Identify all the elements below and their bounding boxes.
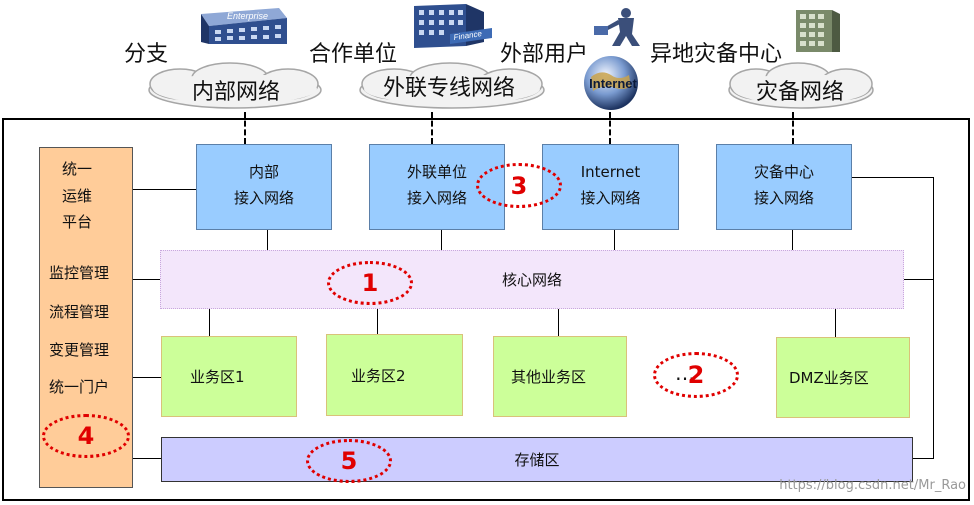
- connector: [441, 229, 442, 250]
- label-partner: 合作单位: [309, 42, 398, 67]
- access-label-line1: 外联单位: [406, 163, 467, 181]
- dashed-link-recovery: [792, 112, 794, 144]
- ops-item-portal: 统一门户: [49, 378, 110, 396]
- access-network-recovery: 灾备中心 接入网络: [716, 144, 852, 230]
- enterprise-sign: Enterprise: [227, 11, 268, 21]
- connector: [792, 229, 793, 250]
- connector: [913, 458, 933, 459]
- dashed-link-internet: [609, 112, 611, 144]
- ops-title-line-2: 运维: [62, 187, 93, 205]
- storage-zone: 存储区: [161, 437, 913, 482]
- access-label-line2: 接入网络: [580, 189, 641, 207]
- cloud-label-recovery: 灾备网络: [756, 80, 845, 105]
- access-label-line2: 接入网络: [406, 189, 467, 207]
- marker-1: 1: [327, 261, 413, 305]
- zone-label: DMZ业务区: [789, 369, 869, 387]
- access-label-line2: 接入网络: [753, 189, 814, 207]
- access-network-internet: Internet 接入网络: [542, 144, 679, 230]
- ops-title-line-1: 统一: [62, 160, 93, 178]
- connector: [904, 279, 933, 280]
- marker-3: 3: [476, 163, 562, 208]
- ops-item-monitoring: 监控管理: [49, 264, 110, 282]
- access-label-line2: 接入网络: [233, 189, 294, 207]
- connector: [209, 309, 210, 336]
- dashed-link-internal: [244, 112, 246, 144]
- zone-label: 其他业务区: [511, 368, 587, 386]
- connector: [133, 458, 161, 459]
- marker-4: 4: [42, 414, 130, 458]
- watermark: https://blog.csdn.net/Mr_Rao: [779, 478, 966, 493]
- ops-title-line-3: 平台: [62, 213, 93, 231]
- finance-sign: Finance: [453, 29, 483, 42]
- cloud-label-internal: 内部网络: [192, 80, 281, 105]
- finance-building-icon: Finance: [414, 4, 492, 48]
- cloud-internal-network: [148, 62, 322, 109]
- label-branch: 分支: [124, 42, 169, 67]
- cloud-label-dedicated: 外联专线网络: [383, 76, 516, 101]
- connector: [852, 177, 933, 178]
- connector: [267, 229, 268, 250]
- label-remote-backup-center: 异地灾备中心: [650, 42, 783, 67]
- connector: [133, 279, 160, 280]
- connector: [835, 309, 836, 337]
- core-network-label: 核心网络: [501, 271, 562, 289]
- core-network: 核心网络: [160, 250, 904, 309]
- business-zone-dmz: DMZ业务区: [776, 337, 910, 418]
- connector: [558, 309, 559, 336]
- backup-center-building-icon: [796, 10, 840, 52]
- connector: [933, 177, 934, 459]
- ops-item-process: 流程管理: [49, 303, 110, 321]
- internet-globe-icon: Internet: [584, 56, 638, 110]
- business-zone-1: 业务区1: [161, 336, 297, 417]
- marker-2: 2: [653, 352, 739, 398]
- access-label-line1: Internet: [580, 163, 641, 181]
- connector: [133, 377, 161, 378]
- business-zone-other: 其他业务区: [493, 336, 627, 417]
- marker-5: 5: [306, 439, 392, 483]
- zone-label: 业务区1: [190, 368, 245, 386]
- storage-label: 存储区: [514, 451, 560, 469]
- label-external-user: 外部用户: [500, 42, 589, 67]
- access-label-line1: 内部: [248, 163, 279, 181]
- ops-item-change: 变更管理: [49, 341, 110, 359]
- dashed-link-dedicated: [431, 112, 433, 144]
- business-zone-2: 业务区2: [326, 334, 463, 416]
- data-center-frame: [2, 118, 970, 501]
- zone-label: 业务区2: [351, 366, 406, 385]
- access-network-internal: 内部 接入网络: [196, 144, 332, 230]
- external-user-icon: [594, 8, 640, 46]
- connector: [614, 229, 615, 250]
- globe-text: Internet: [589, 76, 637, 91]
- connector: [133, 189, 196, 190]
- access-label-line1: 灾备中心: [753, 163, 814, 181]
- connector: [377, 309, 378, 334]
- cloud-disaster-recovery-network: [728, 62, 874, 109]
- enterprise-building-icon: Enterprise: [201, 8, 287, 44]
- cloud-dedicated-line-network: [359, 62, 545, 109]
